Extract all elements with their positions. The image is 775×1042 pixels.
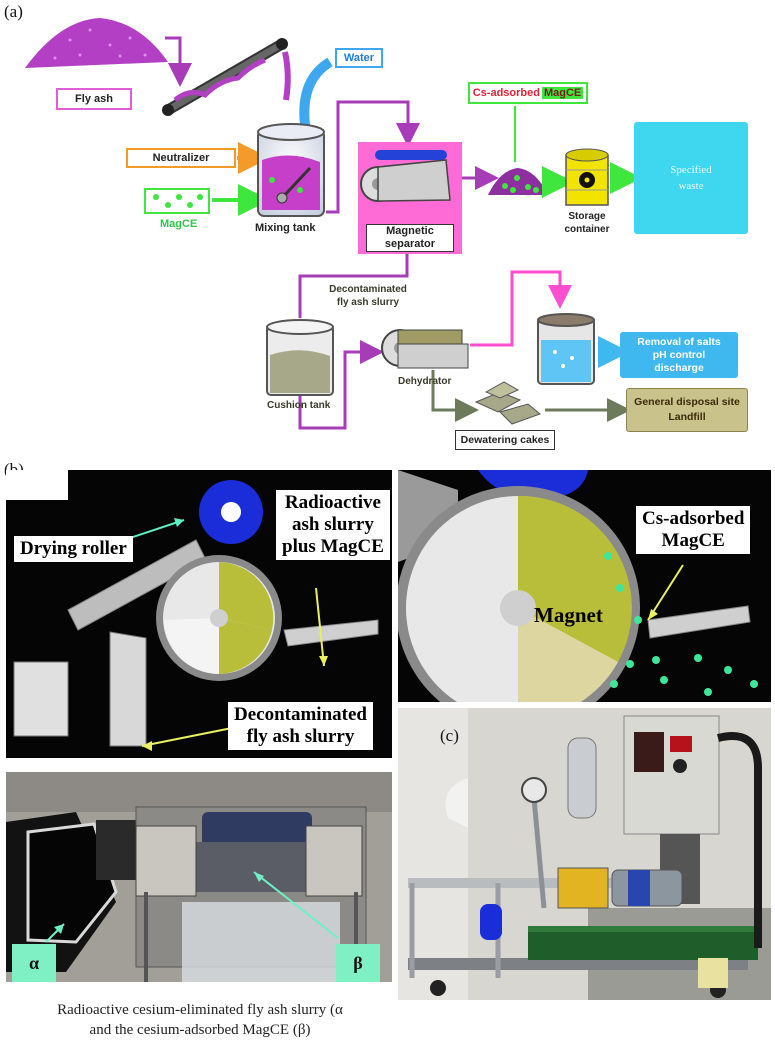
alpha-tag: α [12,944,56,982]
photo-caption: Radioactive cesium-eliminated fly ash sl… [57,1002,343,1038]
decontaminated-slurry-label: Decontaminated fly ash slurry [228,702,373,750]
conveyor-belt [162,38,291,116]
disposal-box: General disposal site Landfill [626,388,748,432]
cs-adsorbed-magce-label: Cs-adsorbed MagCE [468,82,588,104]
magnet-label: Magnet [534,603,603,627]
removal-box: Removal of salts pH control discharge [620,332,738,378]
separator-render-left-svg [6,470,379,751]
dehydrator-label: Dehydrator [398,376,452,387]
cs-adsorbed-pile [488,168,548,195]
cs-adsorbed-magce-render-label: Cs-adsorbed MagCE [636,506,751,554]
panel-b: (b) [0,458,775,1042]
mixing-tank-graphic [257,123,325,217]
mixing-tank-label: Mixing tank [255,222,316,234]
process-flow-diagram [25,18,642,430]
beta-tag: β [336,944,380,982]
panel-c-letter: (c) [440,726,459,745]
salt-removal-tank [537,313,595,385]
panel-a-letter: (a) [4,2,23,21]
storage-container-label: Storage container [564,211,610,235]
panel-c-photo-svg [398,708,771,1000]
separator-render-left: Drying roller Radioactive ash slurry plu… [6,470,392,758]
separator-photo-svg [6,772,392,982]
separator-machine [360,150,451,202]
dehydrator-machine [381,329,469,369]
radioactive-slurry-label: Radioactive ash slurry plus MagCE [276,490,390,560]
cs-magce-text: MagCE [541,87,584,99]
fly-ash-label: Fly ash [56,88,132,110]
decontaminated-label: Decontaminated fly ash slurry [329,284,407,308]
dewatering-cakes-graphic [474,381,541,425]
storage-container-drum [565,148,609,206]
fly-ash-pile [25,18,168,68]
magnetic-separator-label: Magnetic separator [366,224,454,252]
magce-dots-box [144,188,210,214]
water-label: Water [335,48,383,68]
panel-c-photo: (c) [398,708,771,1000]
magce-label: MagCE [160,218,198,230]
separator-render-right-svg [396,470,758,730]
neutralizer-label: Neutralizer [126,148,236,168]
separator-photo: α β [6,772,392,982]
cushion-tank-graphic [266,319,334,396]
drying-roller-label: Drying roller [14,536,133,562]
cushion-tank-label: Cushion tank [267,400,331,411]
dewatering-cakes-label: Dewatering cakes [455,430,555,450]
panel-a: (a) [0,0,775,458]
specified-waste-box: Specified waste [634,122,748,234]
separator-render-right: Cs-adsorbed MagCE Magnet [396,470,771,730]
cs-adsorbed-text: Cs-adsorbed [472,87,540,99]
